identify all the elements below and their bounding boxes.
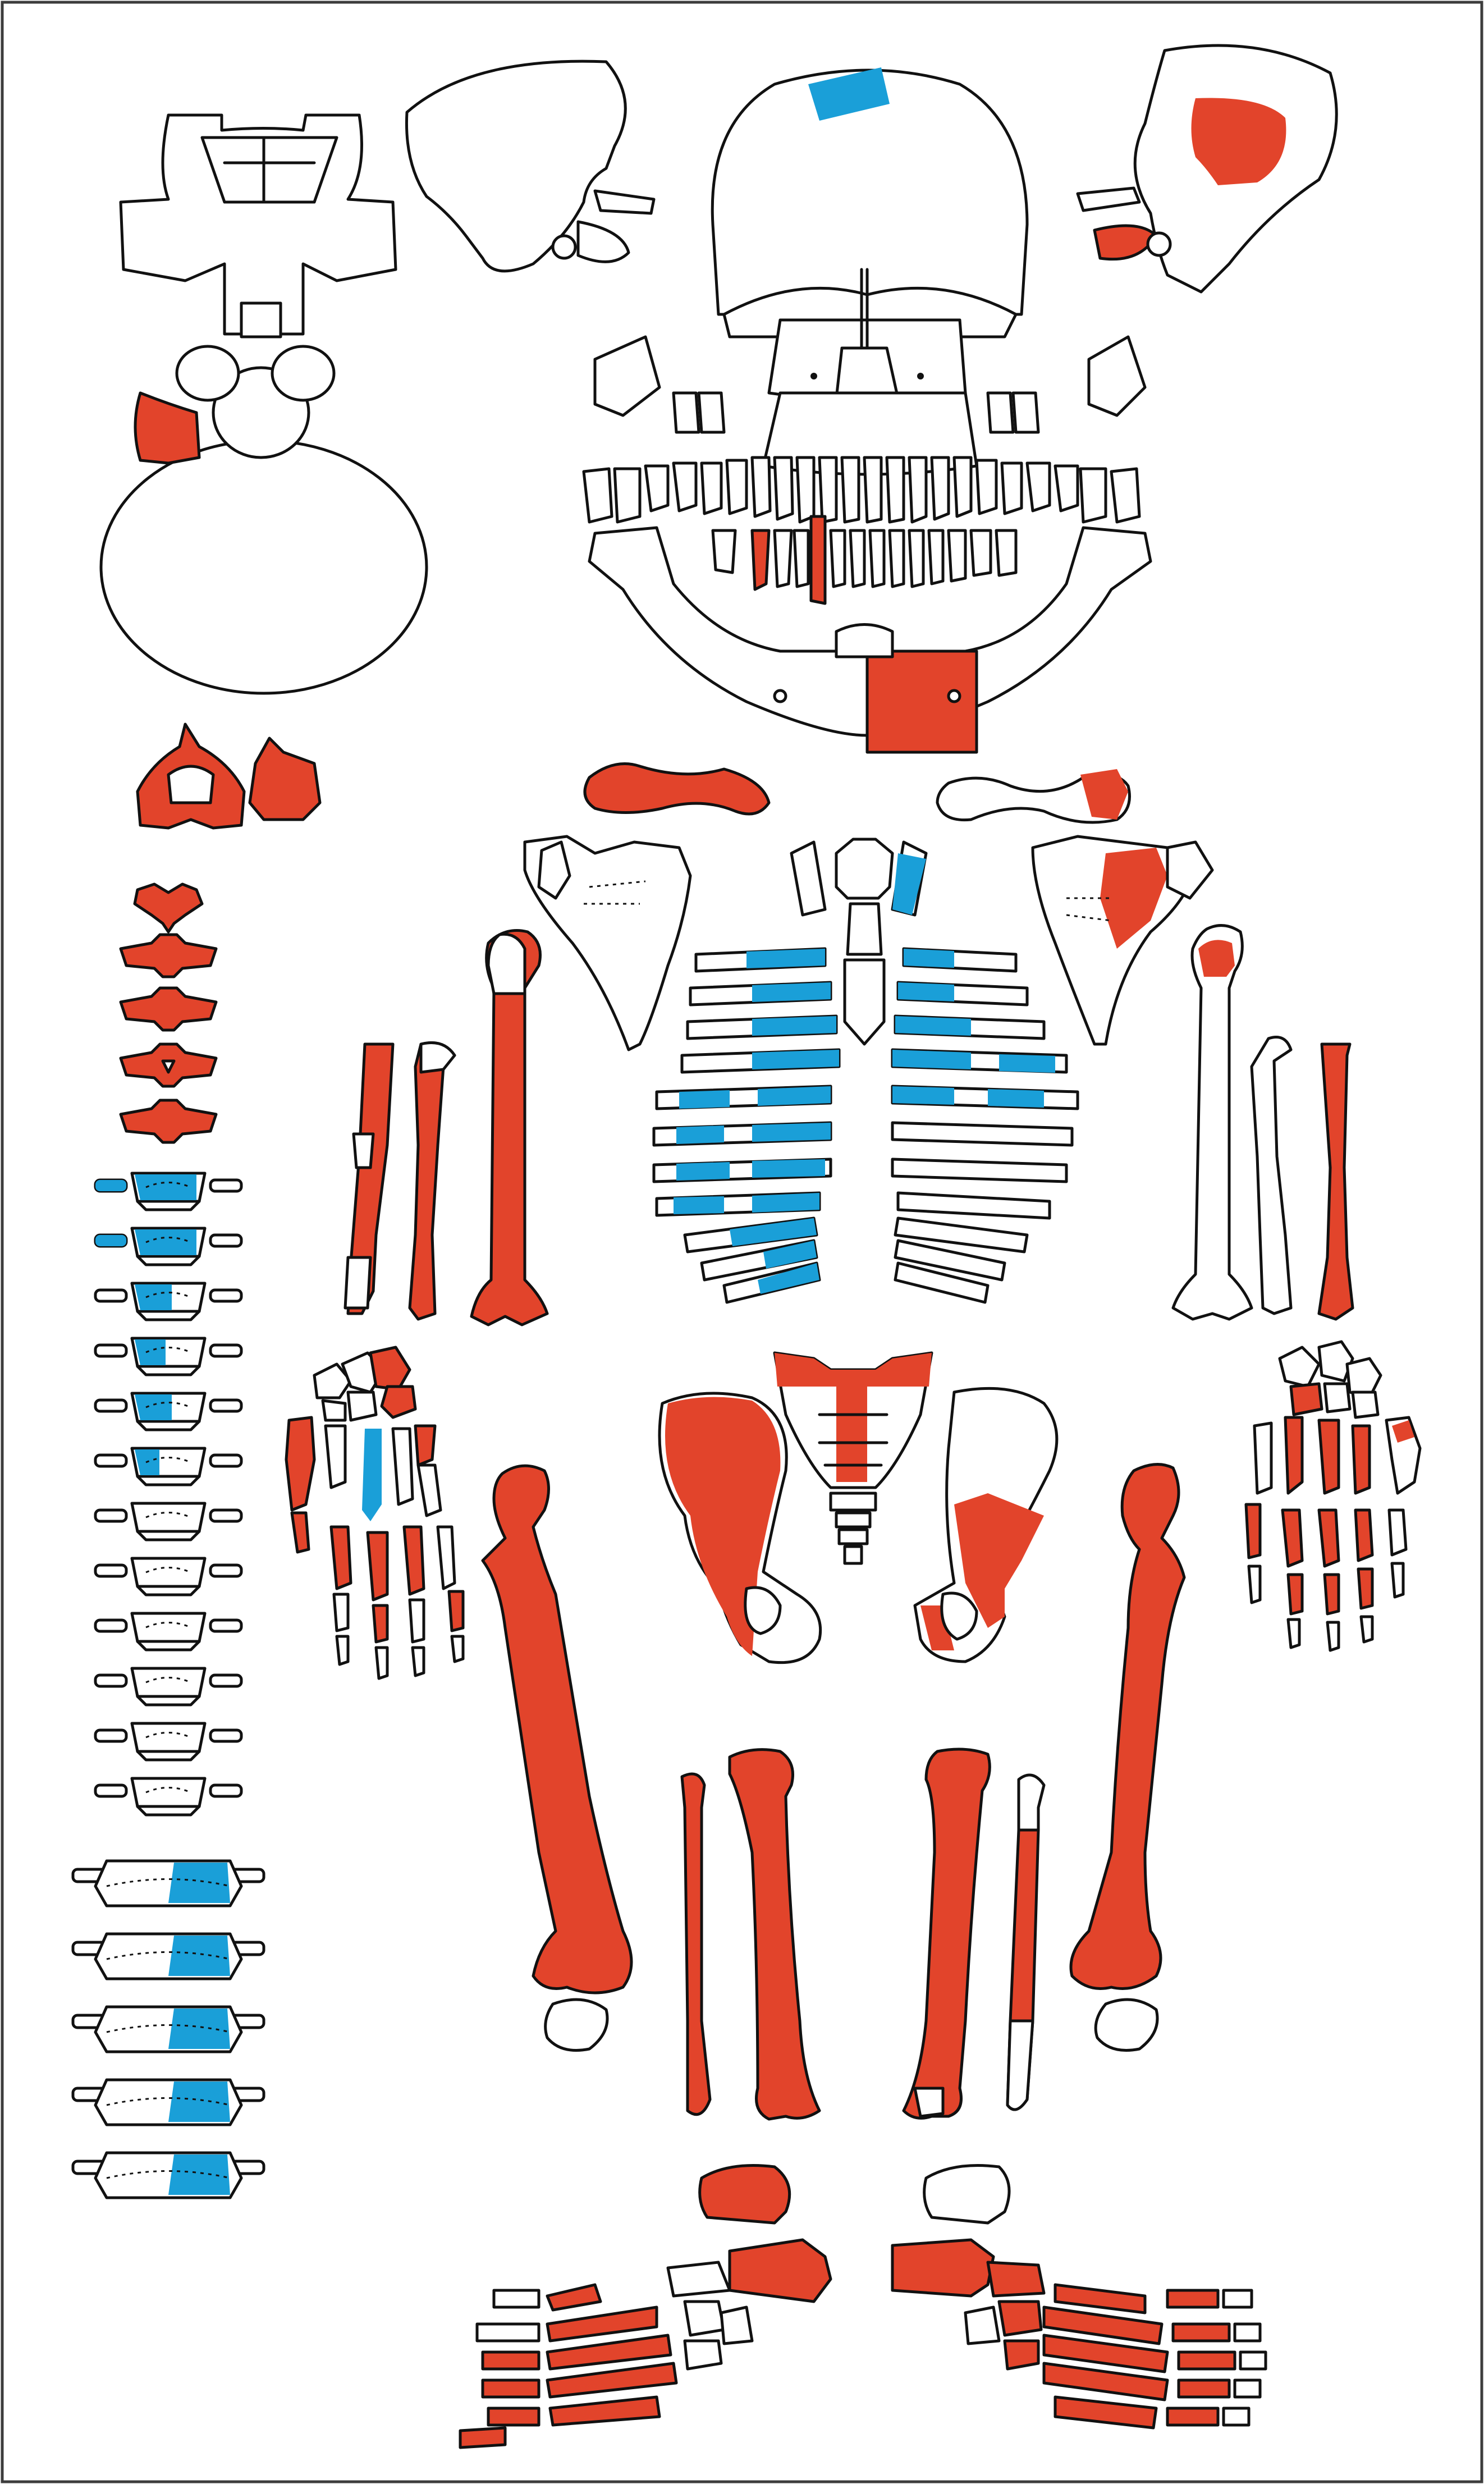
lumbar-vertebra [71, 2078, 265, 2126]
atlas [136, 722, 246, 830]
skull-left-lateral [405, 60, 656, 273]
ulnae [408, 1036, 1293, 1321]
sternum [790, 838, 928, 1046]
thoracic-vertebra [94, 1557, 243, 1596]
sacrum [773, 1351, 933, 1565]
lumbar-vertebra [71, 2005, 265, 2053]
pelvis-right [913, 1387, 1059, 1663]
lumbar-vertebrae [71, 1859, 265, 2199]
radii [343, 1042, 1354, 1321]
pelvis-left [658, 1392, 822, 1664]
thoracic-vertebra [94, 1722, 243, 1762]
thoracic-vertebra [94, 1447, 243, 1486]
thoracic-vertebra [94, 1337, 243, 1376]
thoracic-vertebrae [94, 1172, 243, 1817]
skull-frontal [711, 67, 1029, 428]
hand-left [285, 1346, 465, 1680]
thoracic-vertebra [94, 1777, 243, 1817]
skull-top-view [99, 113, 428, 695]
lumbar-vertebra [71, 1859, 265, 1907]
teeth-row [582, 391, 1141, 605]
foot-left [459, 2164, 832, 2449]
foot-right [891, 2164, 1267, 2430]
clavicles [583, 762, 1131, 824]
ribs-left [652, 947, 841, 1304]
lumbar-vertebra [71, 2151, 265, 2199]
thoracic-vertebra [94, 1502, 243, 1541]
thoracic-vertebra [94, 1172, 243, 1211]
fibulae [680, 1772, 1046, 2116]
femora [481, 1463, 1186, 1994]
thoracic-vertebra [94, 1392, 243, 1431]
cervical-vertebrae [119, 882, 218, 1144]
ribs-right [891, 947, 1079, 1304]
thoracic-vertebra [94, 1667, 243, 1707]
humeri [470, 924, 1253, 1326]
hand-right [1244, 1340, 1422, 1652]
thoracic-vertebra [94, 1612, 243, 1652]
lumbar-vertebra [71, 1932, 265, 1980]
scapulae [523, 835, 1214, 1051]
mandible [588, 526, 1152, 754]
ribs [652, 947, 1079, 1304]
axis [248, 736, 322, 821]
skull-right-lateral [1076, 44, 1338, 294]
thoracic-vertebra [94, 1227, 243, 1266]
patellae [544, 1998, 1159, 2052]
tibiae [728, 1748, 991, 2121]
thoracic-vertebra [94, 1282, 243, 1321]
